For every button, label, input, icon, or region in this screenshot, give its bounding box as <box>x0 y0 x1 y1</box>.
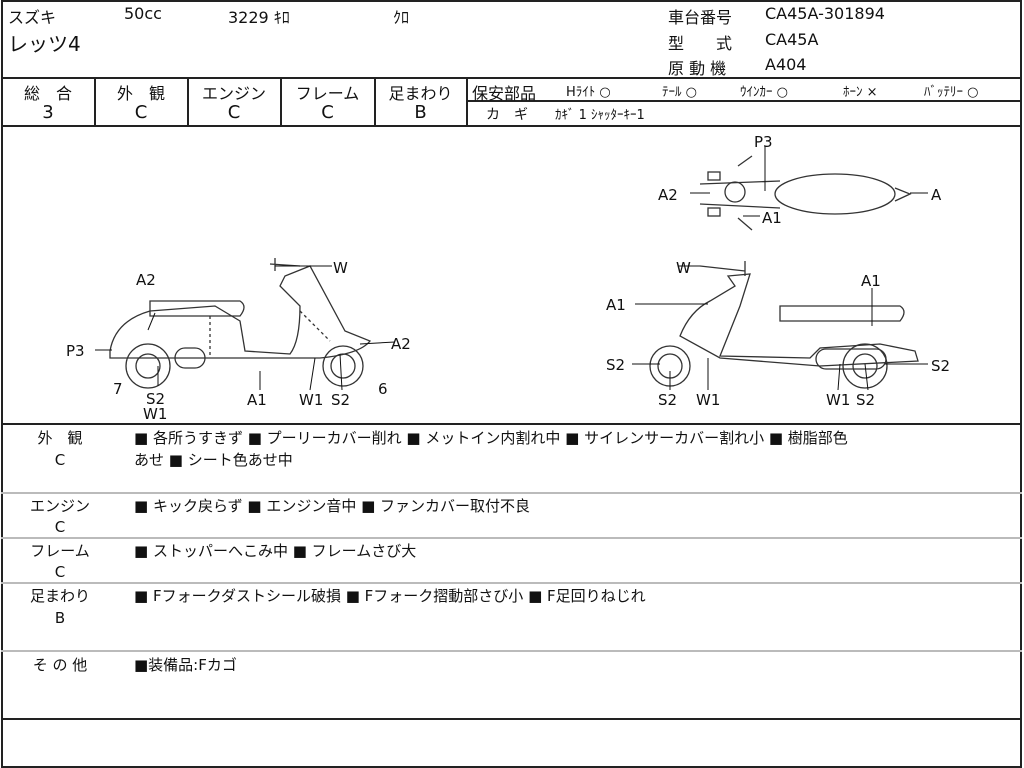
divider <box>1 582 1022 584</box>
grade-suspension-value: B <box>414 102 427 123</box>
mark-top-a: A <box>931 186 942 204</box>
comment-grade-exterior: C <box>54 451 66 469</box>
grade-frame-label: フレーム <box>295 84 360 103</box>
scooter-top-view <box>699 155 912 231</box>
grade-exterior-value: C <box>134 102 148 123</box>
mark-right-a1: A1 <box>606 296 626 314</box>
grade-suspension-label: 足まわり <box>388 84 453 103</box>
divider <box>374 77 376 125</box>
divider <box>1 537 1022 539</box>
comment-category-exterior: 外 観 <box>37 429 83 447</box>
grade-engine-label: エンジン <box>201 84 266 103</box>
divider <box>1 77 1022 79</box>
mark-left-s2: S2 <box>146 390 166 408</box>
divider <box>467 100 1022 102</box>
comment-suspension-line1: ■ Fフォークダストシール破損 ■ Fフォーク摺動部さび小 ■ F足回りねじれ <box>134 587 646 605</box>
keys-value: ｶｷﾞ 1 ｼｬｯﾀｰｷｰ1 <box>555 108 645 123</box>
mark-left-w1: W1 <box>143 405 168 423</box>
mark-left-6: 6 <box>378 380 388 398</box>
divider <box>280 77 282 125</box>
mark-right-s2: S2 <box>606 356 626 374</box>
mark-right-w1: W1 <box>696 391 721 409</box>
divider <box>94 77 96 125</box>
safety-headlight: Hﾗｲﾄ ○ <box>566 85 611 100</box>
comment-category-suspension: 足まわり <box>29 587 90 605</box>
mark-left-w: W <box>333 259 348 277</box>
displacement: 50cc <box>124 4 162 23</box>
mark-left-p3: P3 <box>66 342 85 360</box>
comment-engine-line1: ■ キック戻らず ■ エンジン音中 ■ ファンカバー取付不良 <box>134 497 531 515</box>
mark-top-a2: A2 <box>658 186 678 204</box>
engine-value: A404 <box>765 55 807 74</box>
grade-exterior-label: 外 観 <box>116 84 165 103</box>
scooter-diagrams <box>95 146 928 391</box>
mark-left-a1: A1 <box>247 391 267 409</box>
grade-overall-value: 3 <box>42 102 54 123</box>
mark-left-w1b: W1 <box>299 391 324 409</box>
color: ｸﾛ <box>393 8 410 27</box>
keys-label: カ ギ <box>486 107 528 123</box>
divider <box>187 77 189 125</box>
safety-tail: ﾃｰﾙ ○ <box>662 85 697 100</box>
mark-right-w1b: W1 <box>826 391 851 409</box>
divider <box>1 650 1022 652</box>
maker: スズキ <box>8 8 57 27</box>
mark-left-a2: A2 <box>136 271 156 289</box>
mark-top-a1: A1 <box>762 209 782 227</box>
mark-left-7: 7 <box>113 380 123 398</box>
comment-exterior-line1: ■ 各所うすきず ■ プーリーカバー削れ ■ メットイン内割れ中 ■ サイレンサ… <box>134 429 848 447</box>
grade-overall-label: 総 合 <box>23 84 72 103</box>
comment-exterior-line2: あせ ■ シート色あせ中 <box>134 451 293 469</box>
mark-right-s2d: S2 <box>856 391 876 409</box>
divider <box>1 125 1022 127</box>
grade-frame-value: C <box>321 102 334 123</box>
comment-category-frame: フレーム <box>30 542 90 560</box>
divider <box>1 423 1022 425</box>
divider <box>1 492 1022 494</box>
mark-right-a1b: A1 <box>861 272 881 290</box>
comment-grade-engine: C <box>54 518 66 536</box>
grade-engine-value: C <box>227 102 241 123</box>
divider <box>466 77 468 125</box>
comment-frame-line1: ■ ストッパーへこみ中 ■ フレームさび大 <box>134 542 417 560</box>
mark-left-s2b: S2 <box>331 391 351 409</box>
mark-top-p3: P3 <box>754 133 773 151</box>
mark-right-w: W <box>676 259 691 277</box>
type-label: 型 式 <box>668 34 733 53</box>
engine-label: 原 動 機 <box>668 59 727 78</box>
scooter-right-side <box>649 261 919 389</box>
safety-battery: ﾊﾞｯﾃﾘｰ ○ <box>924 85 979 100</box>
mark-left-a2b: A2 <box>391 335 411 353</box>
mileage: 3229 ｷﾛ <box>228 8 290 27</box>
comment-grade-suspension: B <box>54 609 66 627</box>
marker-leader-lines <box>95 146 928 391</box>
mark-right-s2c: S2 <box>931 357 951 375</box>
safety-winker: ｳｲﾝｶｰ ○ <box>740 85 788 100</box>
comment-category-other: そ の 他 <box>32 656 88 674</box>
comment-grade-frame: C <box>54 563 66 581</box>
model-name: レッツ4 <box>8 32 81 56</box>
safety-horn: ﾎｰﾝ × <box>843 85 878 100</box>
comment-category-engine: エンジン <box>29 497 90 515</box>
divider <box>1 718 1022 720</box>
mark-right-s2b: S2 <box>658 391 678 409</box>
frame-no: CA45A-301894 <box>765 4 885 23</box>
type-value: CA45A <box>765 30 819 49</box>
safety-label: 保安部品 <box>472 84 537 103</box>
comment-other-line1: ■装備品:Fカゴ <box>134 656 237 674</box>
frame-no-label: 車台番号 <box>668 8 733 27</box>
